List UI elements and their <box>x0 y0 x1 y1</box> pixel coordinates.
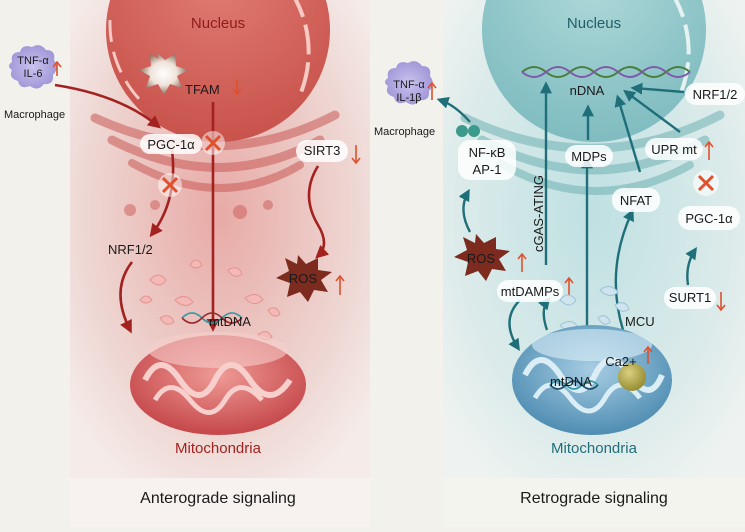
nfkb-protein-icon <box>456 125 480 137</box>
left-macrophage-icon <box>9 45 57 89</box>
mtdamps-pill <box>497 280 563 302</box>
left-sirt3-label: SIRT3 <box>304 143 341 158</box>
left-macrophage-label: Macrophage <box>4 109 65 121</box>
right-ros-burst <box>454 234 510 281</box>
tfam-down-arrow <box>232 80 242 96</box>
right-pgc-label: PGC-1α <box>685 211 733 226</box>
sirt3-to-ros-arrow <box>307 165 330 259</box>
cgas-label: cGAS-ATING <box>531 175 546 252</box>
nrf-to-mito-arrow <box>119 261 134 334</box>
ros-up-arrow <box>335 274 345 295</box>
left-cytokine-tnf: TNF-α <box>17 55 49 67</box>
left-mtdna-label: mtDNA <box>209 314 251 329</box>
nfat-label: NFAT <box>620 193 652 208</box>
right-macrophage-label: Macrophage <box>374 126 435 138</box>
left-mitochondrial-debris <box>139 259 281 341</box>
left-pgc-label: PGC-1α <box>147 137 195 152</box>
nrf-to-nucleus-arrow <box>630 82 685 95</box>
right-mtdna-label: mtDNA <box>550 374 592 389</box>
right-ndna-helix <box>521 66 691 78</box>
right-nucleus-label: Nucleus <box>567 15 621 32</box>
upr-to-nucleus-arrow <box>623 89 681 133</box>
left-caption-band <box>70 478 370 527</box>
right-mitochondrion <box>512 325 672 435</box>
right-nrf-label: NRF1/2 <box>693 87 738 102</box>
upr-pill <box>645 138 703 160</box>
left-nucleus <box>106 0 330 142</box>
tfam-burst <box>139 52 188 95</box>
right-ros-label: ROS <box>467 251 496 266</box>
surt1-to-pgc-arrow <box>685 247 697 286</box>
mtdamps-up-arrow <box>564 276 574 296</box>
right-ros-up-arrow <box>517 252 527 272</box>
anterograde-panel: TFAM Nucleus TNF-α IL-6 Macrophage PGC-1… <box>4 0 370 527</box>
right-cytokine-il1b: IL-1β <box>396 92 421 104</box>
retrograde-caption: Retrograde signaling <box>520 490 668 507</box>
left-block-icon-2 <box>201 131 225 155</box>
macrophage-to-pgc-arrow <box>54 83 162 129</box>
right-mitochondria-label: Mitochondria <box>551 440 638 457</box>
calcium-up-arrow <box>643 345 653 364</box>
upr-up-arrow <box>704 140 714 160</box>
ap1-label: AP-1 <box>473 162 502 177</box>
retrograde-panel: Nucleus nDNA TNF-α IL-1β Macrophage <box>374 0 745 527</box>
surt1-pill <box>664 287 716 309</box>
left-ros-label: ROS <box>289 271 318 286</box>
mtdamps-loop-arrow <box>508 299 521 352</box>
left-cytokine-il6: IL-6 <box>24 68 43 80</box>
left-pgc-pill <box>140 134 202 154</box>
nfkb-label: NF-κB <box>469 145 506 160</box>
calcium-ion-icon <box>618 363 646 391</box>
right-mitochondrial-debris <box>559 286 630 331</box>
left-nucleus-label: Nucleus <box>191 15 245 32</box>
ros-to-nfkb-arrow <box>458 188 472 233</box>
mtdamps-label: mtDAMPs <box>501 284 560 299</box>
nfkb-to-macrophage-arrow <box>436 96 471 123</box>
anterograde-caption: Anterograde signaling <box>140 490 296 507</box>
mcu-to-nfat-arrow <box>614 208 634 331</box>
calcium-label: Ca2+ <box>605 354 636 369</box>
tfam-label: TFAM <box>185 82 220 97</box>
mdps-pill <box>565 145 613 167</box>
upr-label: UPR mt <box>651 142 697 157</box>
mcu-label: MCU <box>625 314 655 329</box>
left-sirt3-pill <box>296 140 348 162</box>
right-cytokine-tnf: TNF-α <box>393 79 425 91</box>
left-mitochondrion <box>130 332 306 435</box>
left-block-icon-1 <box>158 173 182 197</box>
left-nrf-label: NRF1/2 <box>108 242 153 257</box>
right-cytokine-up-arrow <box>427 81 437 100</box>
left-ros-burst <box>276 255 332 302</box>
nfat-pill <box>612 188 660 212</box>
mdps-label: MDPs <box>571 149 607 164</box>
surt1-label: SURT1 <box>669 290 711 305</box>
right-mtdna-strands <box>549 380 599 390</box>
right-block-icon <box>693 170 719 196</box>
surt1-down-arrow <box>716 292 726 312</box>
sirt3-down-arrow <box>351 145 361 165</box>
right-ndna-label: nDNA <box>570 83 605 98</box>
left-mitochondria-label: Mitochondria <box>175 440 262 457</box>
right-caption-band <box>443 478 745 527</box>
right-pgc-pill <box>678 206 740 230</box>
nfkb-ap1-pill <box>458 140 516 180</box>
right-macrophage-icon <box>385 61 433 105</box>
left-cytokine-up-arrow <box>52 60 62 76</box>
right-nrf-pill <box>685 83 745 105</box>
nfat-to-nucleus-arrow <box>614 94 642 173</box>
